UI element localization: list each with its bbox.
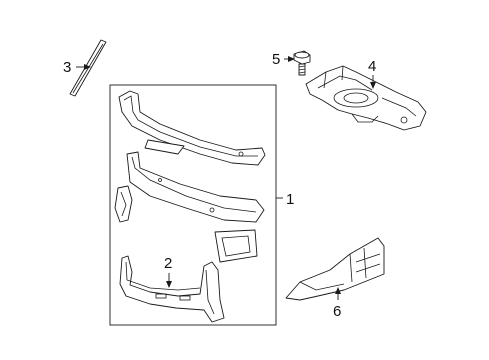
callout-5-arrow	[288, 56, 295, 62]
part-5-bolt	[293, 50, 311, 76]
part-2-lower-support	[119, 255, 225, 323]
callout-3: 3	[63, 59, 91, 76]
callout-3-label: 3	[63, 59, 71, 76]
callout-1: 1	[276, 191, 294, 208]
part-6-deflector	[285, 237, 385, 301]
callout-2: 2	[164, 255, 172, 288]
part-4-bracket	[305, 65, 427, 131]
middle-support-rail	[126, 151, 265, 223]
callout-3-arrow	[84, 64, 91, 70]
callout-6: 6	[333, 287, 341, 320]
callout-2-arrow	[166, 281, 172, 288]
callout-1-label: 1	[286, 191, 294, 208]
callout-4: 4	[368, 58, 376, 89]
side-bracket-right	[214, 229, 258, 263]
callout-5: 5	[272, 51, 295, 68]
callout-2-label: 2	[164, 255, 172, 272]
callout-4-arrow	[370, 82, 376, 89]
callout-4-label: 4	[368, 58, 376, 75]
side-bracket-left	[114, 185, 133, 223]
callout-6-arrow	[335, 287, 341, 294]
part-1-frame-box	[109, 84, 277, 326]
callout-6-label: 6	[333, 303, 341, 320]
callout-5-label: 5	[272, 51, 280, 68]
upper-support-rail	[118, 90, 266, 166]
